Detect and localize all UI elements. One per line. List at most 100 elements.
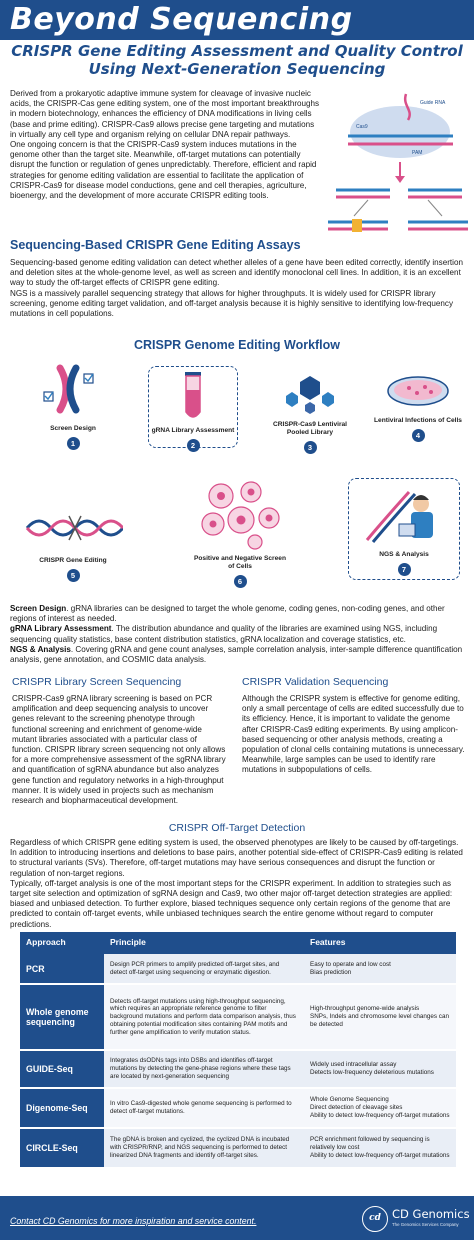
step-label: Lentiviral Infections of Cells [374,417,462,424]
step-label: Screen Design [50,425,96,432]
features-cell: Whole Genome Sequencing Direct detection… [304,1088,456,1129]
workflow-definitions: Screen Design. gRNA libraries can be des… [10,604,465,665]
validation-title: CRISPR Validation Sequencing [242,676,389,688]
approach-cell: Digenome-Seq [20,1088,104,1129]
guide-rna-strand [403,93,411,121]
guide-rna-label: Guide RNA [420,100,446,106]
workflow-title: CRISPR Genome Editing Workflow [133,338,341,352]
step-label: gRNA Library Assessment [151,427,235,434]
definition-term: gRNA Library Assessment [10,624,112,634]
off-target-title: CRISPR Off-Target Detection [168,822,306,834]
features-cell: PCR enrichment followed by sequencing is… [304,1128,456,1169]
validation-text: Although the CRISPR system is effective … [242,694,465,775]
principle-cell: The gDNA is broken and cyclized, the cyc… [104,1128,304,1169]
step-number-badge: 7 [397,563,411,576]
definition-term: NGS & Analysis [10,644,71,654]
definition-text: . Covering gRNA and gene count analyses,… [10,644,463,665]
crispr-dna-illustration: Guide RNA Cas9 PAM [328,93,468,232]
table-row: Digenome-Seq In vitro Cas9-digested whol… [20,1088,456,1129]
page-header: Beyond Sequencing CRISPR Gene Editing As… [0,0,474,86]
table-header-row: Approach Principle Features [20,932,456,954]
scientist-icon [365,490,433,543]
petri-dish-icon [387,376,449,406]
table-row: Whole genome sequencing Detects off-targ… [20,984,456,1051]
step-number-badge: 2 [186,439,200,452]
branch-line-right [427,199,443,217]
table-row: GUIDE-Seq Integrates dsODNs tags into DS… [20,1050,456,1089]
step-number-badge: 4 [411,429,425,442]
definition-ngs-analysis: NGS & Analysis. Covering gRNA and gene c… [10,645,465,665]
step-number-badge: 6 [233,575,247,588]
header-band [0,0,474,40]
step-number-badge: 1 [66,437,80,450]
arrow-head-icon [395,176,405,183]
approach-cell: CIRCLE-Seq [20,1128,104,1169]
table-row: CIRCLE-Seq The gDNA is broken and cycliz… [20,1128,456,1169]
step-number-badge: 3 [303,441,317,454]
chromosome-icon [43,364,94,414]
principle-cell: Design PCR primers to amplify predicted … [104,954,304,985]
step-label: NGS & Analysis [379,551,429,558]
features-cell: Easy to operate and low cost Bias predic… [304,954,456,985]
table-row: PCR Design PCR primers to amplify predic… [20,954,456,985]
page-title: CRISPR Gene Editing Assessment and Quali… [0,42,474,78]
off-target-paragraph-2: Typically, off-target analysis is one of… [10,878,453,929]
off-target-text: Regardless of which CRISPR gene editing … [10,838,465,930]
company-tagline: The Genomics Services Company [392,1222,459,1227]
principle-cell: Integrates dsODNs tags into DSBs and ide… [104,1050,304,1089]
brand-title: Beyond Sequencing [10,2,353,37]
page-title-line2: Using Next-Generation Sequencing [88,60,386,78]
assays-section-title: Sequencing-Based CRISPR Gene Editing Ass… [10,238,301,252]
workflow-step-5: CRISPR Gene Editing 5 [18,512,128,583]
header-features: Features [304,932,456,954]
intro-paragraph-2: One ongoing concern is that the CRISPR-C… [10,140,317,201]
features-cell: High-throughput genome-wide analysis SNP… [304,984,456,1051]
principle-cell: In vitro Cas9-digested whole genome sequ… [104,1088,304,1129]
approach-cell: Whole genome sequencing [20,984,104,1051]
off-target-paragraph-1: Regardless of which CRISPR gene editing … [10,838,463,878]
step-label: CRISPR Gene Editing [39,557,107,564]
cas9-shape [350,106,450,158]
workflow-step-4: Lentiviral Infections of Cells 4 [372,374,464,443]
pam-label: PAM [412,150,422,156]
definition-grna-assessment: gRNA Library Assessment. The distributio… [10,624,465,644]
contact-link[interactable]: Contact CD Genomics for more inspiration… [10,1216,257,1226]
workflow-step-7: NGS & Analysis 7 [350,484,458,577]
step-7-highlight-frame [348,478,460,580]
page-title-line1: CRISPR Gene Editing Assessment and Quali… [11,42,463,60]
principle-cell: Detects off-target mutations using high-… [104,984,304,1051]
workflow-step-2: gRNA Library Assessment 2 [150,370,236,453]
definition-text: . gRNA libraries can be designed to targ… [10,604,445,624]
workflow-step-3: CRISPR-Cas9 Lentiviral Pooled Library 3 [262,372,358,455]
assays-paragraph-1: Sequencing-based genome editing validati… [10,258,463,288]
step-label: CRISPR-Cas9 Lentiviral Pooled Library [272,421,348,436]
cells-icon [201,481,280,550]
page-footer: Contact CD Genomics for more inspiration… [0,1196,474,1240]
assays-paragraph-2: NGS is a massively parallel sequencing s… [10,288,454,319]
virus-particles-icon [286,376,334,414]
features-cell: Widely used intracellular assay Detects … [304,1050,456,1089]
step-label: Positive and Negative Screen of Cells [194,555,286,570]
library-screen-text: CRISPR-Cas9 gRNA library screening is ba… [12,694,226,806]
branch-line-left [353,199,369,217]
intro-paragraph-1: Derived from a prokaryotic adaptive immu… [10,89,320,139]
dna-helix-icon [25,515,125,541]
cas9-label: Cas9 [356,124,368,130]
assays-text: Sequencing-based genome editing validati… [10,258,465,319]
approach-cell: GUIDE-Seq [20,1050,104,1089]
insert-block [352,219,362,232]
intro-text: Derived from a prokaryotic adaptive immu… [10,89,322,201]
definition-screen-design: Screen Design. gRNA libraries can be des… [10,604,465,624]
library-screen-title: CRISPR Library Screen Sequencing [12,676,182,688]
step-number-badge: 5 [66,569,80,582]
header-principle: Principle [104,932,304,954]
workflow-step-1: Screen Design 1 [30,364,116,451]
approach-table: Approach Principle Features PCR Design P… [20,932,456,1169]
definition-term: Screen Design [10,604,67,613]
test-tube-icon [185,372,201,418]
company-name: CD Genomics [392,1207,470,1221]
approach-cell: PCR [20,954,104,985]
header-approach: Approach [20,932,104,954]
workflow-step-6: Positive and Negative Screen of Cells 6 [190,478,290,589]
definition-text: . The distribution abundance and quality… [10,624,438,644]
